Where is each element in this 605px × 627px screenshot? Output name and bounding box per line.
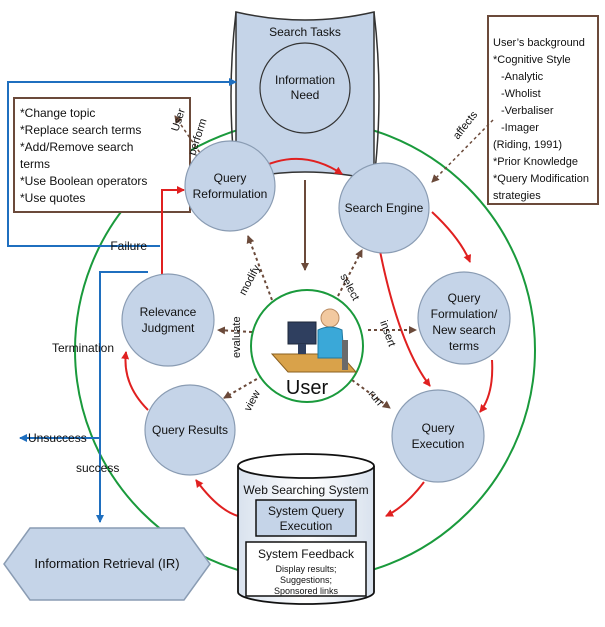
query-execution-label-2: Execution [412, 437, 465, 451]
background-line-10: strategies [493, 190, 541, 202]
reformulation-line-4: terms [20, 157, 50, 171]
arrow-formulation-to-execution [479, 359, 494, 413]
reformulation-line-6: *Use quotes [20, 191, 85, 205]
system-feedback-line-3: Sponsored links [274, 586, 339, 596]
affects-arrow [431, 119, 494, 183]
reformulation-line-3: *Add/Remove search [20, 140, 133, 154]
query-results-label: Query Results [152, 423, 228, 437]
view-arrow [223, 375, 263, 399]
search-tasks-title: Search Tasks [269, 25, 341, 39]
reformulation-line-2: *Replace search terms [20, 123, 141, 137]
query-reformulation-label-2: Reformulation [193, 187, 268, 201]
query-execution-label-1: Query [422, 421, 455, 435]
system-exec-line-2: Execution [280, 519, 333, 533]
information-need-label-1: Information [275, 73, 335, 87]
node-query-results: Query Results [144, 384, 236, 476]
background-line-5: -Verbaliser [501, 105, 554, 117]
evaluate-label: evaluate [231, 316, 243, 358]
information-retrieval-label: Information Retrieval (IR) [34, 556, 179, 571]
node-relevance-judgment: Relevance Judgment [121, 273, 215, 367]
red-flow-arrows [121, 158, 494, 517]
arrow-execution-to-system [385, 481, 425, 517]
background-line-9: *Query Modification [493, 173, 589, 185]
information-need-label-2: Need [291, 88, 320, 102]
system-feedback-line-1: Display results; [275, 564, 336, 574]
reformulation-line-1: *Change topic [20, 106, 95, 120]
background-line-7: (Riding, 1991) [493, 139, 562, 151]
system-feedback-box [245, 541, 367, 597]
affects-label: affects [451, 109, 481, 142]
search-engine-label: Search Engine [345, 201, 424, 215]
search-tasks-box: Search Tasks Information Need [230, 11, 380, 181]
arrow-search-engine-to-execution [375, 229, 431, 387]
failure-loop-line [7, 78, 237, 247]
query-formulation-label-4: terms [449, 339, 479, 353]
background-line-1: User’s background [493, 37, 585, 49]
unsuccess-label: Unsuccess [28, 431, 87, 445]
information-retrieval-node: Information Retrieval (IR) [3, 527, 211, 601]
query-formulation-label-2: Formulation/ [431, 307, 498, 321]
blue-flow-lines [7, 78, 237, 523]
background-line-8: *Prior Knowledge [493, 156, 578, 168]
view-label: view [242, 388, 263, 413]
system-query-execution-box [255, 499, 357, 537]
success-label: success [76, 461, 119, 475]
system-feedback-title: System Feedback [258, 547, 355, 561]
insert-label: insert [377, 319, 397, 348]
query-reformulation-label-1: Query [214, 171, 247, 185]
arrow-system-to-results [195, 479, 239, 517]
user-action-arrows [217, 235, 417, 409]
background-line-6: -Imager [501, 122, 539, 134]
background-line-2: *Cognitive Style [493, 54, 571, 66]
user-background-box: User’s background *Cognitive Style -Anal… [487, 15, 599, 205]
system-feedback-line-2: Suggestions; [280, 575, 332, 585]
query-formulation-label-1: Query [448, 291, 481, 305]
termination-label: Termination [52, 341, 114, 355]
relevance-judgment-label-1: Relevance [140, 305, 197, 319]
query-formulation-label-3: New search [432, 323, 495, 337]
node-query-formulation: Query Formulation/ New search terms [417, 271, 511, 365]
system-exec-line-1: System Query [268, 504, 344, 518]
modify-arrow [246, 235, 273, 301]
web-searching-system: Web Searching System System Query Execut… [237, 453, 375, 605]
user-center: User [250, 289, 364, 403]
information-need-node [259, 42, 351, 134]
web-system-title: Web Searching System [243, 483, 368, 497]
arrow-results-to-relevance [121, 351, 149, 411]
relevance-judgment-label-2: Judgment [142, 321, 195, 335]
reformulation-line-5: *Use Boolean operators [20, 174, 147, 188]
background-line-3: -Analytic [501, 71, 544, 83]
select-label: select [337, 272, 361, 303]
reformulation-strategies-box: *Change topic *Replace search terms *Add… [13, 97, 191, 213]
user-perform-arrow [174, 115, 214, 173]
failure-label: Failure [110, 239, 147, 253]
arrow-search-engine-to-formulation [431, 211, 471, 263]
node-query-execution: Query Execution [391, 389, 485, 483]
user-label: User [286, 377, 329, 399]
background-line-4: -Wholist [501, 88, 541, 100]
select-arrow [337, 249, 363, 297]
node-search-engine: Search Engine [338, 162, 430, 254]
arrow-relevance-to-reformulation [161, 186, 185, 278]
run-arrow [351, 379, 391, 409]
node-query-reformulation: Query Reformulation [184, 140, 276, 232]
user-at-computer-icon [270, 308, 358, 373]
modify-label: modify [237, 263, 263, 298]
